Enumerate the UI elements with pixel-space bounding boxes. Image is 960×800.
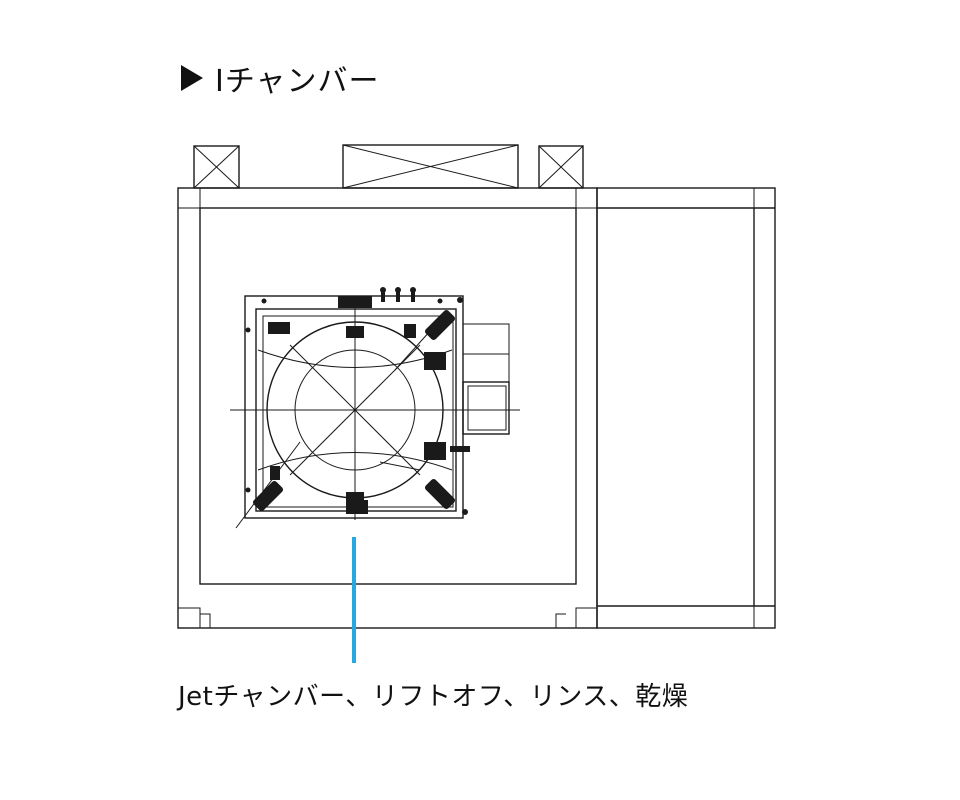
- play-triangle-icon: [181, 65, 203, 91]
- side-module: [596, 187, 776, 629]
- section-heading: Iチャンバー: [181, 58, 380, 99]
- exhaust-box-right: [538, 145, 584, 189]
- chamber-frame: [177, 187, 598, 629]
- exhaust-box-center: [342, 144, 519, 189]
- equipment-caption: Jetチャンバー、リフトオフ、リンス、乾燥: [178, 682, 689, 712]
- exhaust-box-left: [193, 145, 240, 189]
- jet-chamber-unit: [230, 287, 520, 529]
- section-title: Iチャンバー: [215, 64, 380, 99]
